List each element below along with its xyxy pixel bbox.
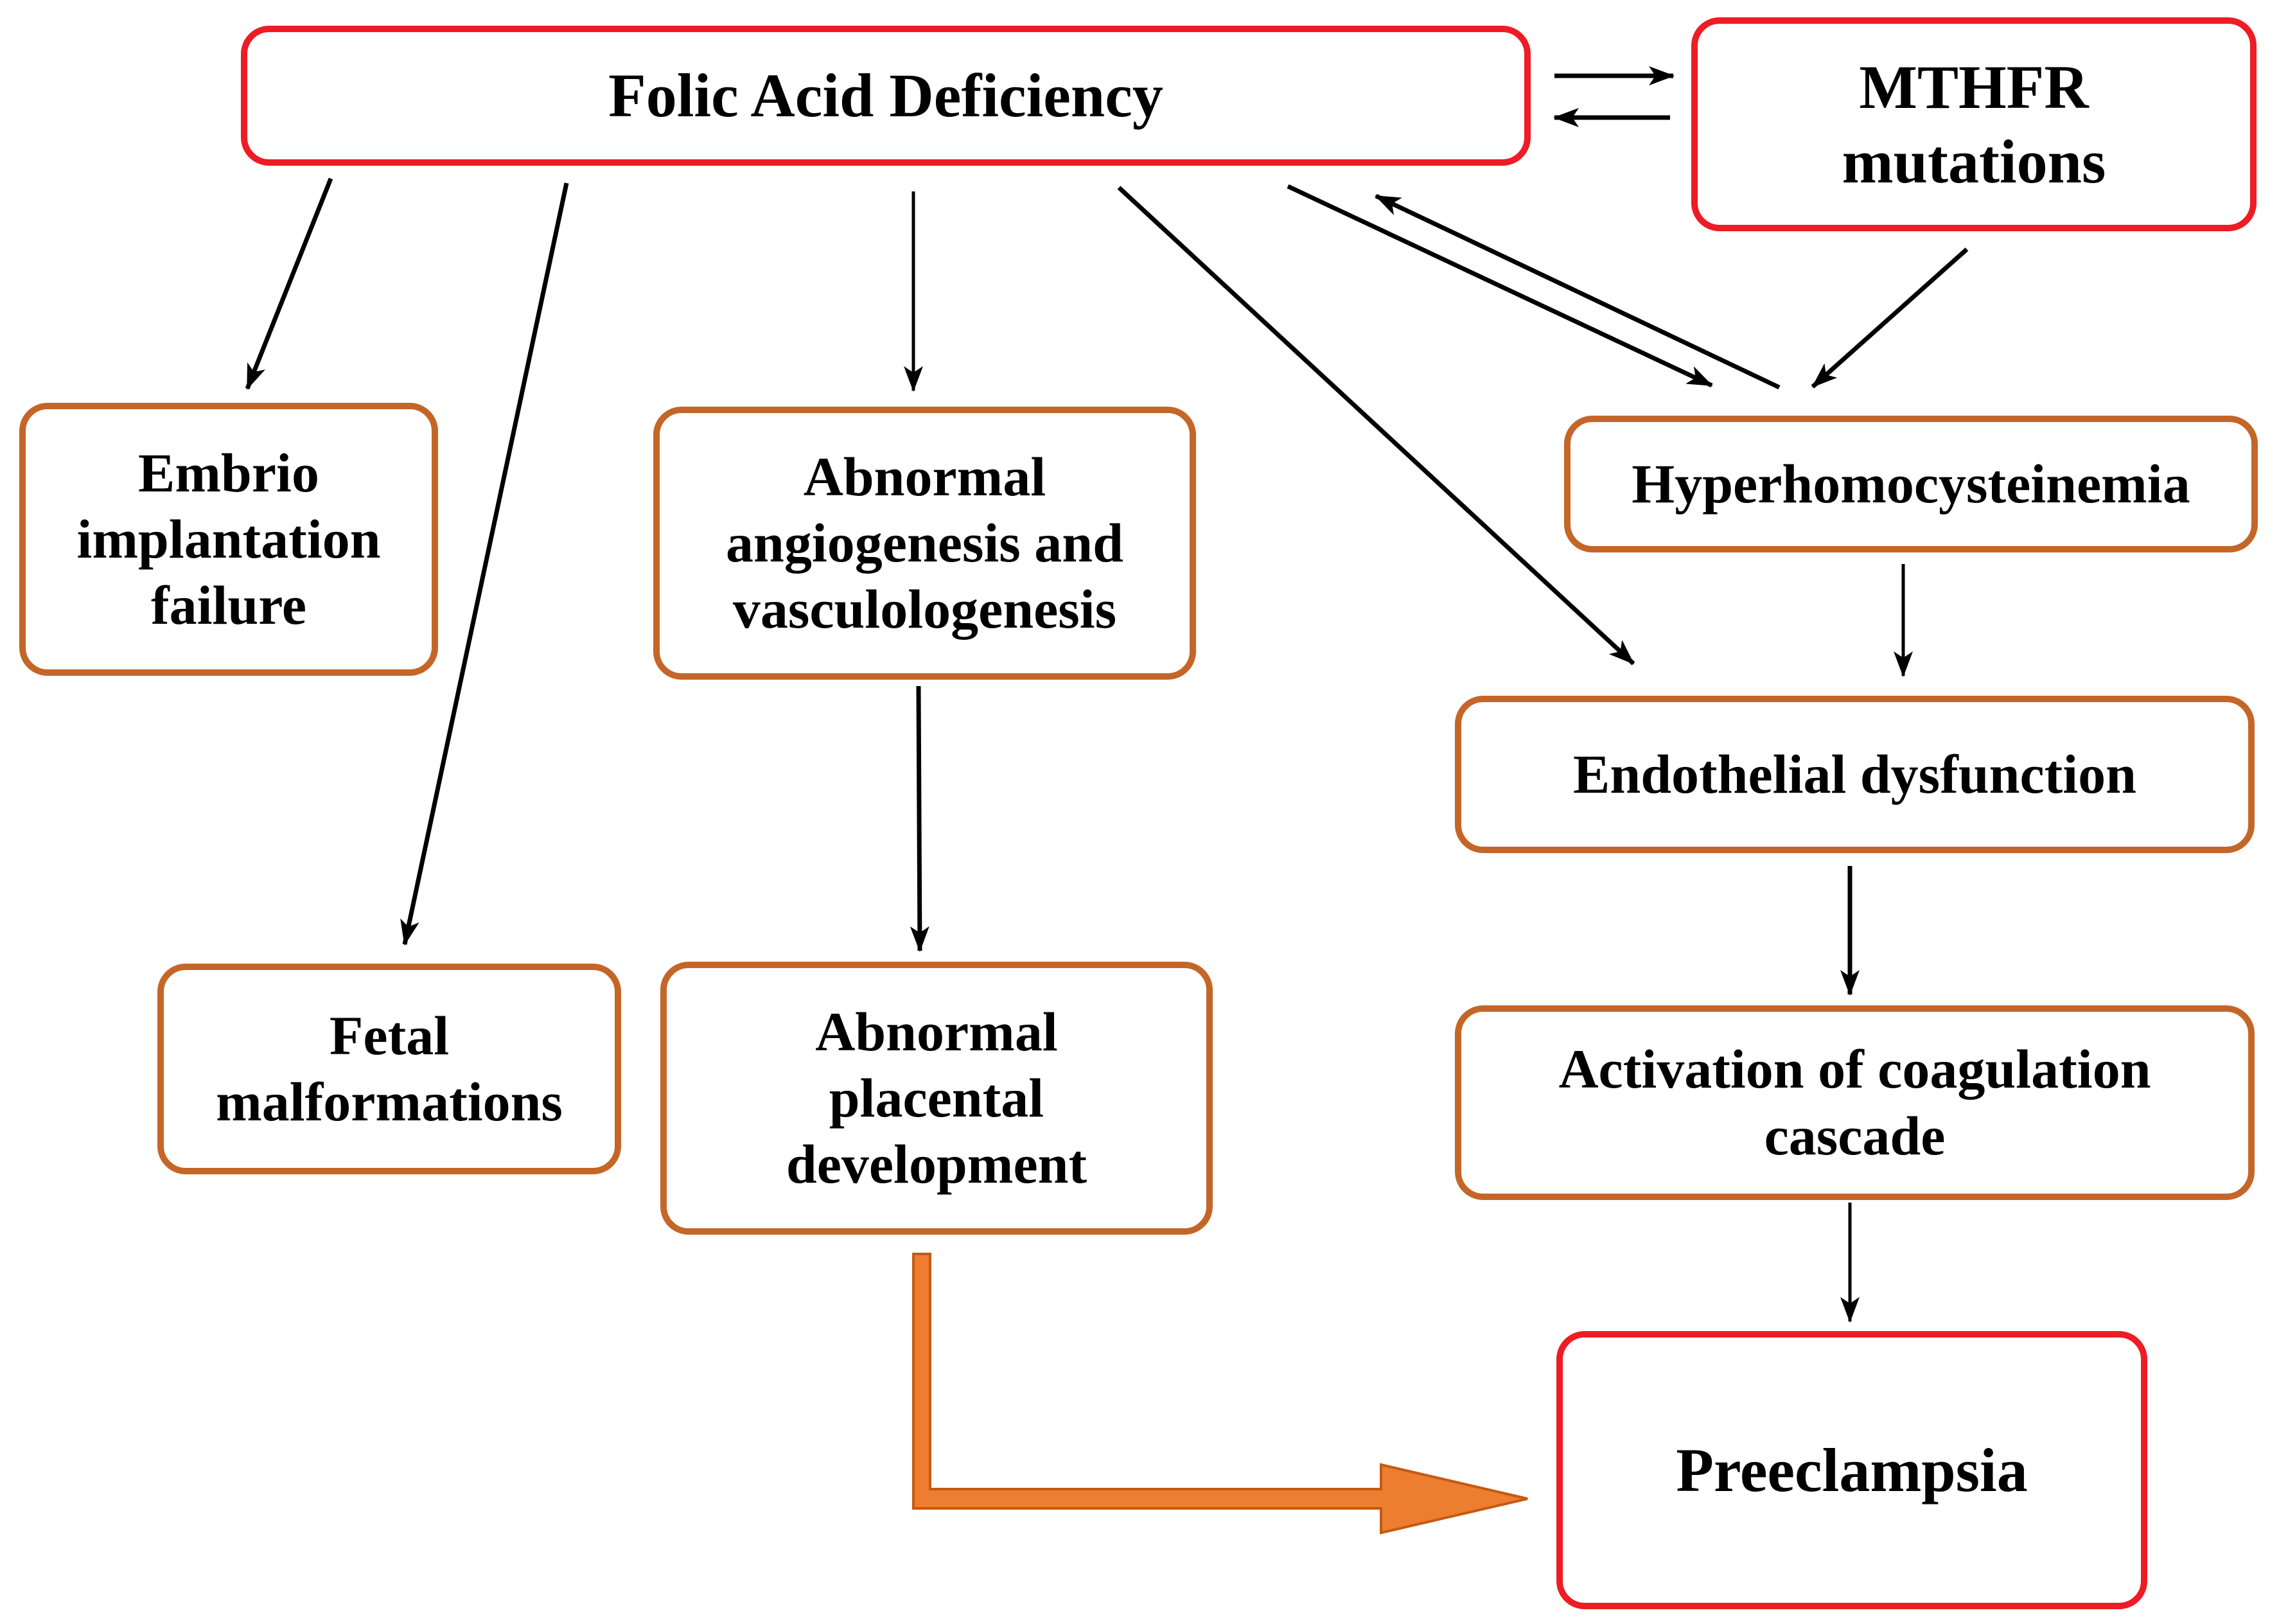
node-abnormal-angiogenesis-label: Abnormal angiogenesis and vasculologenes… <box>726 445 1123 640</box>
arrow-folic-to-fetal <box>400 182 569 946</box>
node-mthfr-mutations-label: MTHFR mutations <box>1842 53 2106 196</box>
node-fetal-malformations-label: Fetal malformations <box>216 1004 563 1133</box>
node-activation-of-coagulation-label: Activation of coagulation cascade <box>1558 1038 2151 1167</box>
node-abnormal-placental-development-label: Abnormal placental development <box>786 1000 1087 1196</box>
node-hyperhomocysteinemia-label: Hyperhomocysteinemia <box>1632 452 2190 515</box>
node-endothelial-dysfunction: Endothelial dysfunction <box>1455 696 2255 853</box>
node-endothelial-dysfunction-label: Endothelial dysfunction <box>1573 743 2136 805</box>
node-preeclampsia-label: Preeclampsia <box>1676 1435 2028 1505</box>
arrow-folic-to-hyperhomocysteinemia <box>1287 184 1713 388</box>
arrow-angiogenesis-to-placental <box>910 685 929 952</box>
arrow-folic-to-embryo <box>245 177 333 390</box>
arrow-mthfr-to-hyperhomocysteinemia <box>1811 247 1969 389</box>
arrow-placental-to-preeclampsia <box>912 1253 1528 1535</box>
node-embryo-implantation-failure-label: Embrio implantation failure <box>76 441 381 637</box>
node-mthfr-mutations: MTHFR mutations <box>1691 17 2257 231</box>
arrow-folic-to-endothelial <box>1117 186 1635 666</box>
node-abnormal-placental-development: Abnormal placental development <box>660 962 1213 1235</box>
node-activation-of-coagulation: Activation of coagulation cascade <box>1455 1005 2255 1200</box>
node-folic-acid-deficiency-label: Folic Acid Deficiency <box>608 61 1163 130</box>
arrow-hyperhomocysteinemia-to-folic <box>1375 193 1781 390</box>
node-preeclampsia: Preeclampsia <box>1556 1331 2147 1609</box>
node-embryo-implantation-failure: Embrio implantation failure <box>19 403 438 676</box>
node-folic-acid-deficiency: Folic Acid Deficiency <box>241 26 1531 166</box>
node-hyperhomocysteinemia: Hyperhomocysteinemia <box>1564 416 2258 552</box>
node-abnormal-angiogenesis: Abnormal angiogenesis and vasculologenes… <box>653 407 1196 680</box>
node-fetal-malformations: Fetal malformations <box>157 964 621 1174</box>
